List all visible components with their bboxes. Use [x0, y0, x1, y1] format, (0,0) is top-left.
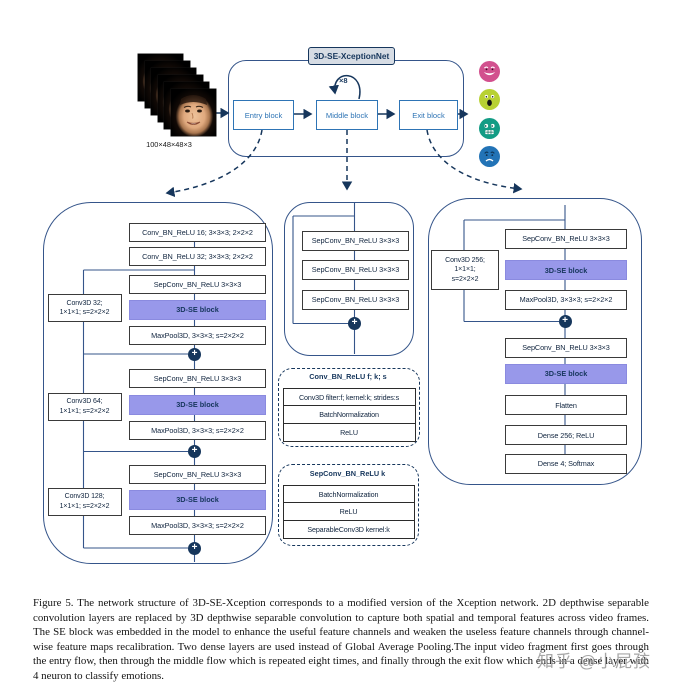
legend-row: SeparableConv3D kernel:k — [282, 519, 415, 539]
layer-box: Flatten — [505, 395, 627, 415]
network-title: 3D-SE-XceptionNet — [308, 47, 395, 65]
se-block: 3D-SE block — [129, 395, 266, 415]
legend-title: SepConv_BN_ReLU k — [309, 469, 386, 478]
layer-box: SepConv_BN_ReLU 3×3×3 — [129, 368, 266, 388]
shortcut-conv-box: Conv3D 32; 1×1×1; s=2×2×2 — [47, 294, 122, 322]
shortcut-line: 1×1×1; s=2×2×2 — [59, 407, 110, 415]
shortcut-conv-box: Conv3D 256; 1×1×1; s=2×2×2 — [431, 250, 499, 290]
shortcut-line: 1×1×1; s=2×2×2 — [59, 309, 110, 316]
face-illustration — [179, 95, 207, 125]
emotion-happy-icon — [479, 61, 500, 82]
add-node-icon: + — [188, 347, 201, 361]
layer-box: Conv_BN_ReLU 32; 3×3×3; 2×2×2 — [129, 247, 266, 266]
shortcut-line: s=2×2×2 — [451, 275, 479, 283]
add-node-icon: + — [348, 317, 361, 330]
shortcut-line: Conv3D 128; — [64, 493, 105, 501]
repeat-x8-label: ×8 — [339, 76, 348, 85]
entry-block: Entry block — [233, 100, 294, 130]
emotion-angry-icon — [479, 118, 500, 139]
layer-box: SepConv_BN_ReLU 3×3×3 — [302, 290, 409, 310]
layer-box: SepConv_BN_ReLU 3×3×3 — [129, 465, 266, 484]
shortcut-line: 1×1×1; s=2×2×2 — [59, 502, 110, 510]
add-node-icon: + — [188, 541, 201, 555]
emotion-sad-icon — [479, 146, 500, 167]
legend-title: Conv_BN_ReLU f; k; s — [309, 372, 387, 381]
layer-box: SepConv_BN_ReLU 3×3×3 — [505, 338, 627, 358]
layer-box: MaxPool3D, 3×3×3; s=2×2×2 — [505, 290, 627, 310]
video-frame-front — [170, 89, 216, 136]
layer-box: Conv_BN_ReLU 16; 3×3×3; 2×2×2 — [129, 222, 266, 242]
se-block: 3D-SE block — [129, 490, 266, 510]
input-dimensions-label: 100×48×48×3 — [146, 140, 192, 149]
layer-box: SepConv_BN_ReLU 3×3×3 — [302, 260, 409, 280]
layer-box: MaxPool3D, 3×3×3; s=2×2×2 — [129, 516, 266, 535]
se-block: 3D-SE block — [505, 260, 627, 280]
layer-box: SepConv_BN_ReLU 3×3×3 — [129, 275, 266, 294]
emotion-surprised-icon — [479, 89, 500, 110]
layer-box: Dense 4; Softmax — [505, 454, 627, 474]
add-node-icon: + — [558, 315, 572, 328]
shortcut-line: Conv3D 256; — [445, 256, 485, 264]
se-block: 3D-SE block — [505, 363, 627, 384]
layer-box: MaxPool3D, 3×3×3; s=2×2×2 — [129, 325, 266, 345]
legend-row: ReLU — [282, 422, 416, 442]
layer-box: Dense 256; ReLU — [505, 425, 627, 445]
legend-row: BatchNormalization — [282, 484, 415, 504]
shortcut-line: 1×1×1; — [454, 266, 476, 274]
layer-box: MaxPool3D, 3×3×3; s=2×2×2 — [129, 421, 266, 440]
se-block: 3D-SE block — [129, 300, 266, 320]
exit-block: Exit block — [399, 100, 458, 130]
shortcut-line: Conv3D 64; — [66, 398, 103, 406]
shortcut-line: Conv3D 32; — [66, 299, 103, 307]
add-node-icon: + — [188, 445, 201, 458]
middle-block: Middle block — [316, 100, 378, 130]
layer-box: SepConv_BN_ReLU 3×3×3 — [302, 231, 409, 251]
shortcut-conv-box: Conv3D 64; 1×1×1; s=2×2×2 — [47, 392, 122, 421]
watermark: 知乎 @小屁孩 — [537, 652, 651, 671]
layer-box: SepConv_BN_ReLU 3×3×3 — [505, 229, 627, 249]
figure-caption: Figure 5. The network structure of 3D-SE… — [33, 597, 649, 682]
shortcut-conv-box: Conv3D 128; 1×1×1; s=2×2×2 — [47, 487, 122, 516]
